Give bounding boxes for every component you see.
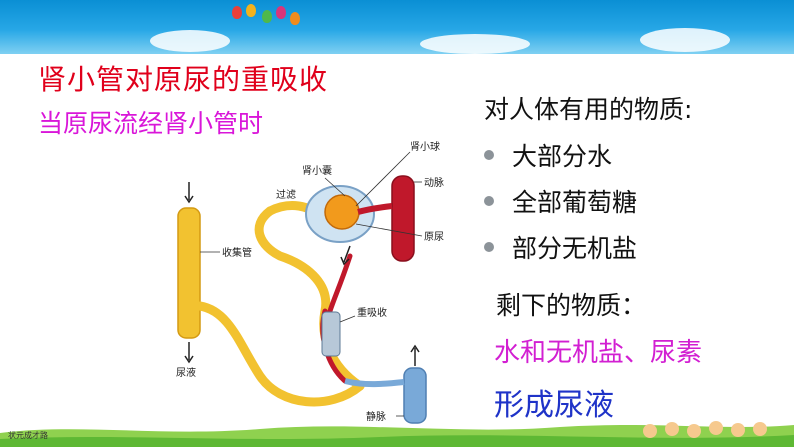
arrow-icon [343,245,351,263]
label-collecting-duct: 收集管 [222,246,252,259]
grass-dark [0,435,794,447]
arrow-icon [410,344,420,353]
bullet-icon [484,150,494,160]
list-item-label: 大部分水 [512,142,613,171]
label-glomerulus: 肾小球 [410,140,440,153]
venule [344,378,405,388]
tubule-lower [195,301,365,407]
arrow-icon [340,256,350,266]
balloon-icon [262,10,272,23]
reabsorption-segment [321,311,341,357]
afferent-vessel [357,203,393,215]
balloon-icon [246,4,256,17]
leader-line [324,177,346,197]
artery [391,175,415,262]
arrow-icon [184,195,194,204]
efferent-vessel [327,253,353,314]
label-vein: 静脉 [366,410,386,423]
child-icon [665,422,679,436]
leader-line [339,315,356,323]
list-item: 大部分水 [484,132,637,178]
vein [403,367,427,424]
balloon-icon [232,6,242,19]
nephron-diagram: 肾小囊 肾小球 过滤 动脉 收集管 原尿 重吸收 尿液 静脉 [176,140,444,424]
slide-subtitle: 当原尿流经肾小管时 [38,109,264,138]
slide-title: 肾小管对原尿的重吸收 [38,63,329,96]
balloon-icon [276,6,286,19]
cloud [150,30,230,52]
child-icon [753,422,767,436]
glomerulus [324,194,360,230]
arrow-icon [184,355,194,364]
label-artery: 动脉 [424,176,444,189]
bullet-icon [484,242,494,252]
child-icon [709,421,723,435]
useful-substances-list: 大部分水 全部葡萄糖 部分无机盐 [484,132,637,270]
list-item-label: 部分无机盐 [512,234,638,263]
child-icon [687,424,701,438]
child-icon [731,423,745,437]
leader-line [355,151,411,207]
leader-line [355,223,423,237]
label-reabsorption: 重吸收 [357,306,387,319]
list-item: 部分无机盐 [484,224,637,270]
label-primary-urine: 原尿 [424,231,444,243]
brand-logo: 状元成才路 [8,431,48,440]
list-item: 全部葡萄糖 [484,178,637,224]
label-filtration: 过滤 [276,188,296,201]
label-renal-capsule: 肾小囊 [302,164,332,177]
balloon-icon [290,12,300,25]
cloud [420,34,530,54]
result-text: 形成尿液 [494,388,614,423]
label-urine: 尿液 [176,366,196,379]
remaining-substances-title: 剩下的物质： [496,291,647,320]
grass-footer [0,421,794,447]
child-icon [643,424,657,438]
collecting-duct [177,207,201,339]
list-item-label: 全部葡萄糖 [512,188,638,217]
cloud [640,28,730,52]
remaining-substances: 水和无机盐、尿素 [494,338,703,368]
bullet-icon [484,196,494,206]
useful-substances-title: 对人体有用的物质: [484,95,693,124]
sky-header [0,0,794,54]
